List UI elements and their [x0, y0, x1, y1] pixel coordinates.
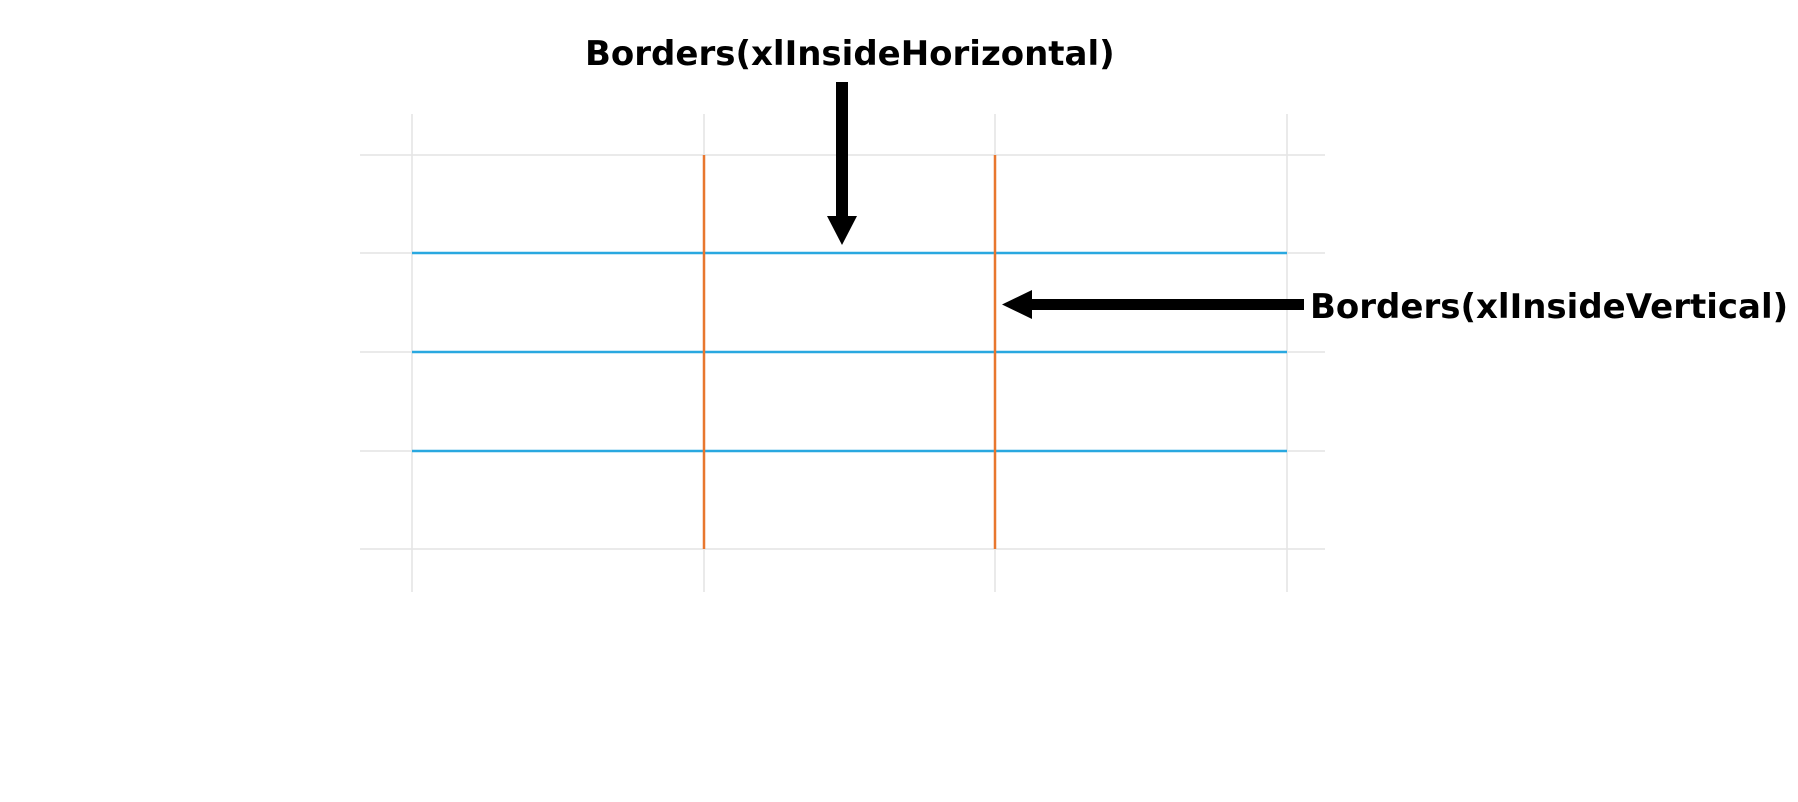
- inside-vertical-borders: [702, 155, 997, 549]
- inside-vertical-label: Borders(xlInsideVertical): [1310, 287, 1789, 327]
- arrow-down-icon: [827, 82, 857, 245]
- inside-horizontal-label: Borders(xlInsideHorizontal): [585, 34, 1115, 74]
- arrow-left-icon: [1002, 290, 1304, 319]
- inside-horizontal-borders: [412, 251, 1287, 453]
